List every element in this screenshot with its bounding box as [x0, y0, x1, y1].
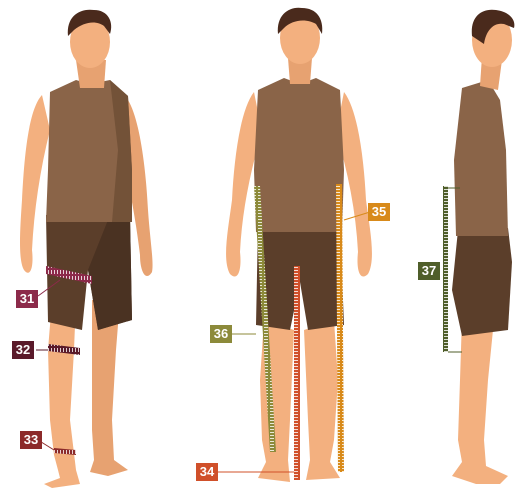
badge-37-label: 37: [422, 263, 436, 278]
badge-35: 35: [368, 203, 390, 221]
figure-right: [443, 10, 514, 484]
badge-36: 36: [210, 325, 232, 343]
badge-35-label: 35: [372, 204, 386, 219]
figure-left: [20, 10, 153, 488]
badge-34-label: 34: [200, 464, 215, 479]
figure-center: [216, 8, 372, 482]
badge-34: 34: [196, 463, 218, 481]
badge-37: 37: [418, 262, 440, 280]
badge-33: 33: [20, 431, 42, 449]
badge-33-label: 33: [24, 432, 38, 447]
badge-31: 31: [16, 290, 38, 308]
badge-32: 32: [12, 341, 34, 359]
badge-36-label: 36: [214, 326, 228, 341]
badge-32-label: 32: [16, 342, 30, 357]
badge-31-label: 31: [20, 291, 34, 306]
